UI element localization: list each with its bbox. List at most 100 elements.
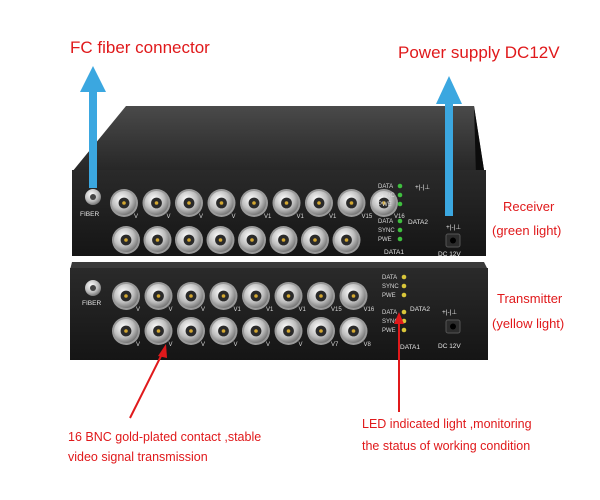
receiver-polarity-label: +|-|⊥ (415, 184, 430, 191)
transmitter-bnc-bottom-3-gold-pin (189, 329, 193, 333)
receiver-dc-label: DC 12V (438, 251, 461, 258)
receiver-bnc-top-2: V (142, 189, 171, 220)
transmitter-bnc-top-1-gold-pin (124, 294, 128, 298)
led-callout-line1: LED indicated light ,monitoring (362, 417, 532, 431)
transmitter-data2-label: DATA2 (410, 306, 430, 313)
transmitter-bnc-top-8-label: V16 (364, 307, 375, 313)
receiver-led-data-label: DATA (378, 184, 393, 190)
transmitter-bnc-bottom-2-gold-pin (156, 329, 161, 333)
receiver-bnc-top-7-label: V1 (329, 214, 337, 220)
receiver-polarity-symbol: +|-|⊥ (446, 224, 461, 231)
receiver-led-sync-led-icon (397, 192, 403, 198)
receiver-bnc-top-4-label: V (232, 214, 236, 220)
transmitter-bnc-bottom-1-gold-pin (124, 329, 128, 333)
receiver-bnc-top-3: V (175, 189, 203, 220)
receiver-bnc-top-2-gold-pin (154, 201, 159, 205)
receiver-bnc-top-1: V (110, 189, 138, 220)
receiver-bnc-top-2-label: V (167, 214, 171, 220)
receiver-led-data-led-icon (397, 183, 403, 189)
transmitter-bnc-bottom-1-label: V (136, 342, 140, 348)
receiver-dc-jack-hole (450, 237, 456, 244)
receiver-data2-label: DATA2 (408, 219, 428, 226)
transmitter-callout: Transmitter (497, 291, 563, 306)
transmitter-bnc-bottom-7-gold-pin (319, 329, 323, 333)
receiver-bnc-bottom-6 (269, 226, 298, 254)
receiver-led-sync-led-icon (397, 227, 403, 233)
transmitter-led-pwe-label: PWE (382, 328, 396, 334)
receiver-bnc-top-4-gold-pin (219, 201, 224, 205)
led-arrow (394, 312, 404, 412)
receiver-led-sync-label: SYNC (378, 193, 395, 199)
transmitter-polarity-symbol: +|-|⊥ (442, 309, 457, 316)
receiver-bnc-bottom-5-gold-pin (250, 238, 254, 242)
receiver-bnc-top-6: V1 (272, 189, 305, 220)
receiver-bnc-bottom-2-gold-pin (155, 238, 160, 242)
transmitter-bnc-top-5-label: V1 (266, 307, 274, 313)
receiver-bnc-row-bottom (112, 226, 361, 254)
power-arrow (436, 76, 462, 216)
receiver-led-data-led-icon (397, 218, 403, 224)
receiver-top-cover (72, 106, 484, 172)
transmitter-bnc-top-3-label: V (201, 307, 205, 313)
transmitter-led-data-led-icon (401, 309, 407, 315)
transmitter-bnc-bottom-7: V7 (307, 317, 339, 348)
receiver-bnc-top-9-label: V16 (394, 214, 405, 220)
fiber-arrow-head (80, 66, 106, 92)
receiver-bnc-bottom-7-gold-pin (313, 238, 317, 242)
receiver-bnc-bottom-4-gold-pin (218, 238, 223, 242)
bnc-callout-line2: video signal transmission (68, 450, 208, 464)
receiver-led-panel: DATA SYNC PWE DATA SYNC PWE (378, 183, 403, 243)
receiver-bnc-top-3-gold-pin (187, 201, 191, 205)
receiver-led-pwe-label: PWE (378, 237, 392, 243)
fiber-connector-callout: FC fiber connector (70, 38, 210, 57)
transmitter-led-pwe-led-icon (401, 327, 407, 333)
receiver-fiber-core (90, 194, 96, 200)
power-arrow-head (436, 76, 462, 104)
receiver-bnc-top-1-gold-pin (122, 201, 126, 205)
bnc-arrow (129, 344, 167, 419)
receiver-bnc-top-6-label: V1 (297, 214, 305, 220)
transmitter-bnc-top-4-label: V1 (234, 307, 242, 313)
transmitter-bnc-top-2: V (144, 282, 173, 313)
transmitter-dc-jack-hole (450, 323, 456, 330)
transmitter-bnc-bottom-5: V (242, 317, 270, 348)
transmitter-bnc-top-4-gold-pin (221, 294, 226, 298)
transmitter-bnc-top-7-gold-pin (319, 294, 323, 298)
transmitter-bnc-top-2-label: V (169, 307, 173, 313)
receiver-bnc-top-6-gold-pin (284, 201, 289, 205)
transmitter-bnc-bottom-5-label: V (266, 342, 270, 348)
transmitter-bnc-bottom-7-label: V7 (331, 342, 339, 348)
receiver-led-sync-label: SYNC (378, 228, 395, 234)
transmitter-bnc-bottom-3-label: V (201, 342, 205, 348)
transmitter-bnc-top-6: V1 (274, 282, 307, 313)
transmitter-bnc-bottom-3: V (177, 317, 205, 348)
led-callout-line2: the status of working condition (362, 439, 531, 453)
receiver-bnc-bottom-1 (112, 226, 140, 254)
transmitter-bnc-bottom-4-gold-pin (221, 329, 226, 333)
led-arrow-head (394, 312, 404, 324)
receiver-light-callout: (green light) (492, 223, 562, 238)
transmitter-bnc-top-2-gold-pin (156, 294, 161, 298)
transmitter-light-callout: (yellow light) (492, 316, 565, 331)
power-arrow-shaft (445, 100, 453, 216)
receiver-bnc-top-7-gold-pin (317, 201, 321, 205)
transmitter-bnc-bottom-6-label: V (299, 342, 303, 348)
receiver-led-pwe-led-icon (397, 201, 403, 207)
transmitter-bnc-top-5: V1 (242, 282, 274, 313)
receiver-data1-label: DATA1 (384, 249, 404, 256)
receiver-led-pwe-label: PWE (378, 202, 392, 208)
receiver-led-data-label: DATA (378, 219, 393, 225)
receiver-bnc-top-9-gold-pin (382, 201, 386, 205)
power-supply-callout: Power supply DC12V (398, 43, 560, 62)
fiber-arrow (80, 66, 106, 188)
transmitter-led-sync-label: SYNC (382, 319, 399, 325)
transmitter-led-data-led-icon (401, 274, 407, 280)
transmitter-bnc-bottom-5-gold-pin (254, 329, 258, 333)
receiver-bnc-top-8-label: V15 (362, 214, 373, 220)
transmitter-bnc-top-3: V (177, 282, 205, 313)
